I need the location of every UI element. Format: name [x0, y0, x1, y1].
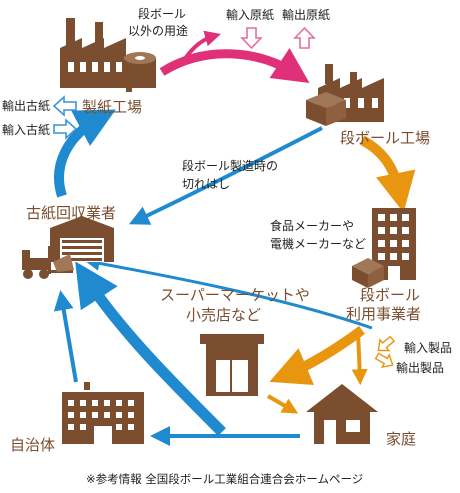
paper-collector-icon	[50, 216, 114, 262]
other-uses-label-line1: 段ボール	[138, 6, 186, 21]
import-products-arrow	[377, 335, 396, 352]
source-footnote: ※参考情報 全国段ボール工業組合連合会ホームページ	[86, 472, 363, 486]
export-products-label: 輸出製品	[396, 360, 444, 375]
flow-arrow-factory-to-users	[359, 135, 416, 213]
import-products-label: 輸入製品	[404, 340, 452, 355]
house-icon	[306, 384, 378, 444]
offcuts-label-line2: 切れはし	[182, 177, 230, 191]
export-waste-paper-label: 輸出古紙	[2, 98, 50, 113]
flow-arrow-collector-to-mill	[54, 109, 116, 198]
users-label-line2: 利用事業者	[346, 305, 421, 323]
flow-arrow-other-uses	[178, 30, 221, 68]
export-waste-paper-arrow	[52, 95, 77, 117]
manufacturers-label-line1: 食品メーカーや	[270, 218, 354, 233]
export-base-paper-label: 輸出原紙	[282, 7, 330, 22]
other-uses-label-line2: 以外の用途	[128, 23, 188, 38]
flow-arrow-users-to-collector	[84, 255, 373, 330]
flow-arrow-paper-to-corrugated	[159, 48, 310, 83]
export-base-paper-arrow	[293, 26, 316, 49]
export-products-arrow	[374, 352, 394, 369]
office-building-icon	[352, 208, 416, 288]
offcuts-label-line1: 段ボール製造時の	[182, 158, 278, 173]
paper-mill-icon	[60, 18, 156, 92]
municipality-label: 自治体	[10, 436, 55, 454]
flow-arrow-users-to-supermarket	[269, 325, 365, 385]
flow-arrow-users-to-household	[351, 331, 368, 386]
flow-arrow-municipality-to-collector	[53, 290, 78, 383]
paper-mill-label: 製紙工場	[82, 98, 142, 116]
household-label: 家庭	[386, 430, 416, 448]
supermarket-label-line1: スーパーマーケットや	[160, 286, 310, 304]
corrugated-factory-label: 段ボール工場	[340, 129, 430, 147]
users-label-line1: 段ボール	[360, 286, 420, 304]
import-waste-paper-arrow	[53, 118, 78, 140]
corrugated-factory-icon	[306, 64, 384, 126]
municipal-building-icon	[62, 382, 144, 444]
flow-arrow-supermarket-to-household	[266, 394, 299, 414]
import-base-paper-label: 輸入原紙	[226, 7, 274, 22]
import-base-paper-arrow	[240, 27, 263, 50]
forklift-icon	[22, 246, 74, 279]
flow-arrow-household-to-collector	[75, 261, 226, 436]
paper-collector-label: 古紙回収業者	[26, 204, 116, 222]
supermarket-label-line2: 小売店など	[186, 306, 261, 324]
manufacturers-label-line2: 電機メーカーなど	[270, 236, 366, 251]
flow-arrow-offcuts-to-collector	[128, 126, 323, 225]
import-waste-paper-label: 輸入古紙	[2, 122, 50, 137]
supermarket-icon	[200, 334, 264, 396]
